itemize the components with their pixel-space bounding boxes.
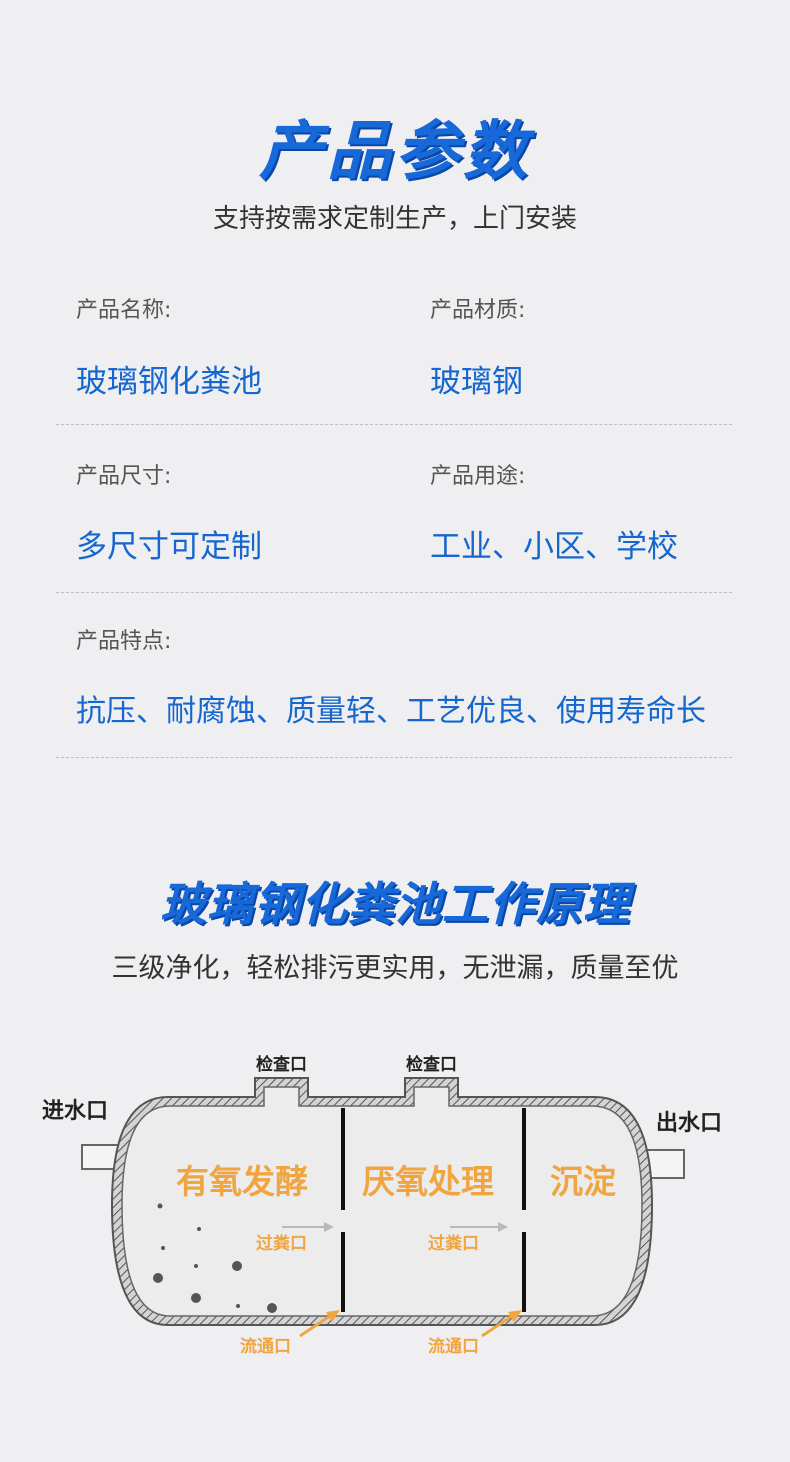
divider: [56, 757, 732, 758]
flow-arrows: [282, 1222, 508, 1232]
material-label: 产品材质:: [430, 298, 526, 323]
usage-label: 产品用途:: [430, 464, 526, 489]
outlet-label: 出水口: [656, 1111, 722, 1136]
usage-value: 工业、小区、学校: [430, 529, 678, 565]
inspection-port-label-1: 检查口: [256, 1054, 307, 1075]
divider: [56, 592, 732, 593]
stage-settling-label: 沉淀: [550, 1162, 616, 1201]
divider: [56, 424, 732, 425]
params-title: 产品参数: [259, 115, 531, 189]
septic-tank-diagram: 进水口 出水口 检查口 检查口 有氧发酵 厌氧处理 沉淀 过粪口 过粪口 流通口…: [42, 1054, 722, 1357]
passage-label-2: 过粪口: [428, 1233, 479, 1254]
params-subtitle: 支持按需求定制生产，上门安装: [212, 204, 577, 234]
sediment-particles: [153, 1203, 277, 1313]
principle-subtitle: 三级净化，轻松排污更实用，无泄漏，质量至优: [111, 953, 679, 984]
inlet-label: 进水口: [42, 1099, 108, 1124]
orange-arrows: [299, 1310, 522, 1338]
flow-port-label-1: 流通口: [240, 1336, 291, 1357]
stage-aerobic-label: 有氧发酵: [176, 1162, 308, 1201]
name-label: 产品名称:: [76, 298, 172, 323]
size-value: 多尺寸可定制: [76, 529, 262, 565]
principle-title: 玻璃钢化粪池工作原理: [160, 877, 630, 931]
tank-inner: [121, 1086, 643, 1317]
feature-label: 产品特点:: [76, 629, 172, 654]
inspection-port-label-2: 检查口: [406, 1054, 457, 1075]
material-value: 玻璃钢: [430, 364, 523, 400]
feature-value: 抗压、耐腐蚀、质量轻、工艺优良、使用寿命长: [76, 694, 706, 729]
passage-label-1: 过粪口: [256, 1233, 307, 1254]
stage-anaerobic-label: 厌氧处理: [362, 1162, 494, 1201]
size-label: 产品尺寸:: [76, 464, 172, 489]
flow-port-label-2: 流通口: [428, 1336, 479, 1357]
name-value: 玻璃钢化粪池: [76, 364, 262, 400]
